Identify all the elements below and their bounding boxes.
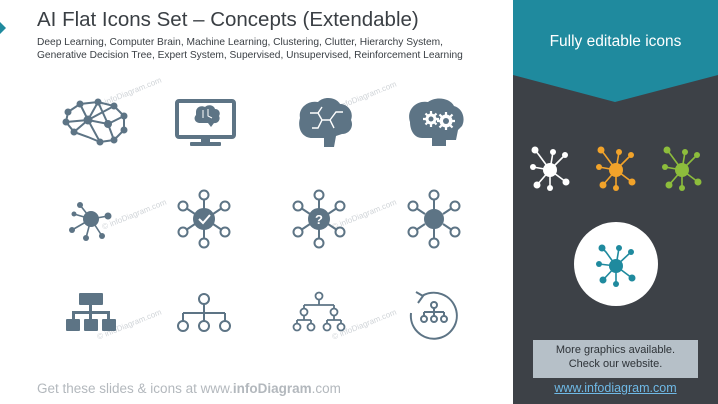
hierarchy-icon — [66, 293, 116, 331]
more-graphics-line1: More graphics available. — [555, 344, 676, 356]
decision-tree-icon — [177, 293, 231, 332]
svg-text:?: ? — [315, 212, 323, 227]
banner-title: Fully editable icons — [549, 33, 682, 50]
cluster-question-icon: ? — [292, 189, 346, 249]
banner-shape — [513, 0, 718, 102]
footer-brand: infoDiagram — [232, 381, 312, 396]
accent-marker — [0, 22, 6, 34]
cluster-green-icon — [662, 146, 702, 191]
computer-brain-icon — [175, 99, 236, 146]
icon-grid: ? — [62, 98, 464, 340]
cluster-outline-icon — [407, 189, 461, 249]
color-variants — [530, 146, 702, 191]
brain-network-icon — [62, 98, 128, 146]
page-subtitle: Deep Learning, Computer Brain, Machine L… — [37, 37, 463, 61]
cluster-white-icon — [530, 146, 570, 191]
footer-prefix: Get these slides & icons at www. — [37, 381, 233, 396]
cluster-check-icon — [177, 189, 231, 249]
cluster-orange-icon — [596, 146, 636, 191]
footer-suffix: .com — [311, 381, 341, 396]
expert-tree-icon — [292, 291, 346, 332]
more-graphics-box[interactable]: More graphics available. Check our websi… — [533, 340, 698, 378]
footer-promo: Get these slides & icons at www.infoDiag… — [37, 381, 341, 396]
page-title: AI Flat Icons Set – Concepts (Extendable… — [37, 8, 419, 31]
brain-circuit-icon — [299, 98, 352, 147]
brain-gears-icon — [409, 98, 464, 146]
slide-content: AI Flat Icons Set – Concepts (Extendable… — [0, 8, 464, 396]
sidebar-panel: Fully editable icons Mo — [513, 0, 718, 404]
cluster-icon — [69, 202, 112, 241]
more-graphics-line2: Check our website. — [568, 358, 663, 370]
cluster-teal-icon — [596, 244, 636, 287]
website-link[interactable]: www.infodiagram.com — [554, 381, 677, 395]
reinforcement-cycle-icon — [409, 291, 458, 340]
